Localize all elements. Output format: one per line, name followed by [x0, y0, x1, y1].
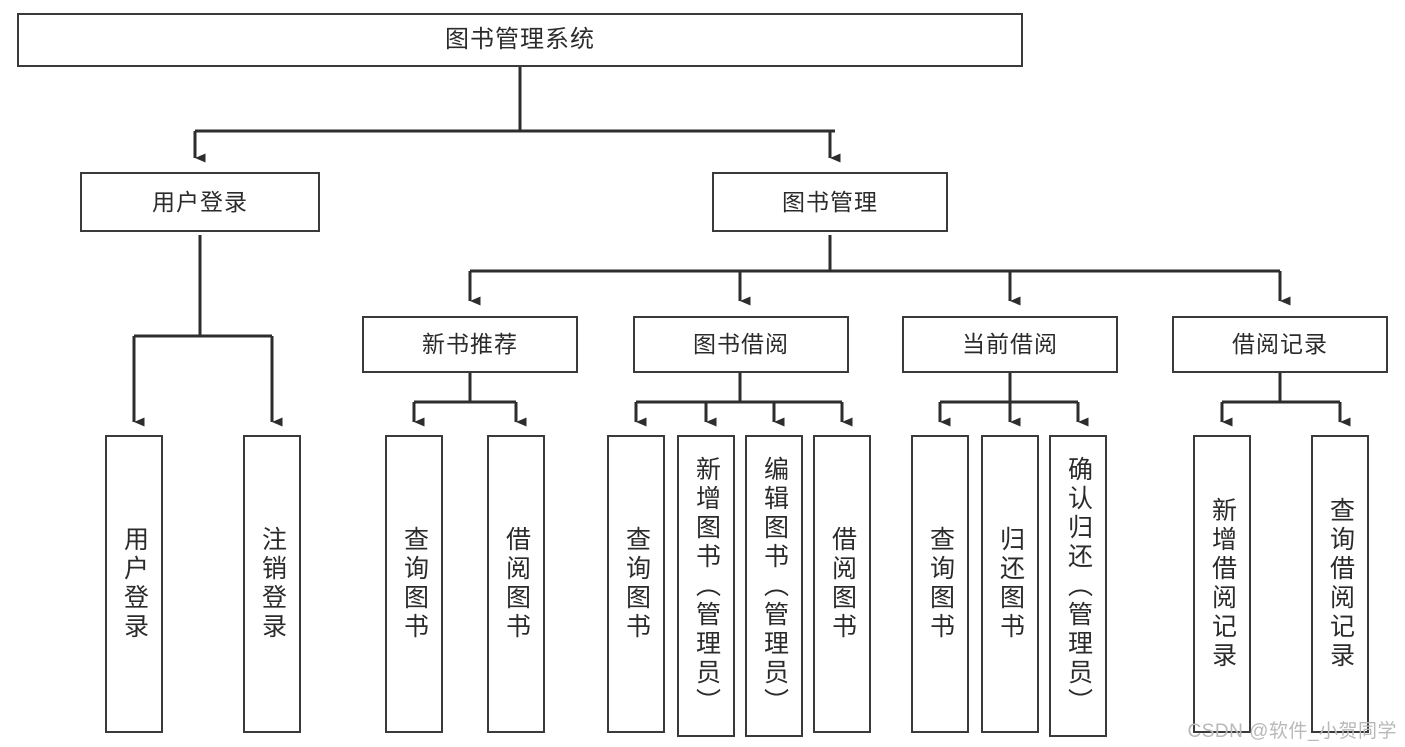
node-label: 借阅图书 [502, 526, 531, 642]
node-label: 当前借阅 [962, 331, 1058, 357]
node-label: 用户登录 [120, 526, 149, 642]
node-label: 查询图书 [400, 526, 429, 642]
leaf-add-borrow-record[interactable]: 新增借阅记录 [1193, 435, 1251, 733]
leaf-add-book-admin[interactable]: 新增图书（管理员） [677, 435, 735, 737]
node-label: 借阅记录 [1232, 331, 1328, 357]
leaf-query-book-borrow[interactable]: 查询图书 [607, 435, 665, 733]
node-label: 用户登录 [152, 188, 248, 215]
node-label: 查询借阅记录 [1326, 497, 1355, 671]
leaf-user-login[interactable]: 用户登录 [105, 435, 163, 733]
node-label: 新增图书（管理员） [692, 455, 721, 717]
leaf-query-borrow-record[interactable]: 查询借阅记录 [1311, 435, 1369, 733]
leaf-borrow-book-recommend[interactable]: 借阅图书 [487, 435, 545, 733]
node-label: 查询图书 [622, 526, 651, 642]
node-current-borrow[interactable]: 当前借阅 [902, 316, 1118, 373]
node-label: 查询图书 [926, 526, 955, 642]
leaf-borrow-book[interactable]: 借阅图书 [813, 435, 871, 733]
node-root-system[interactable]: 图书管理系统 [17, 13, 1023, 67]
node-label: 借阅图书 [828, 526, 857, 642]
node-book-borrow[interactable]: 图书借阅 [633, 316, 849, 373]
node-new-book-recommend[interactable]: 新书推荐 [362, 316, 578, 373]
leaf-query-book-recommend[interactable]: 查询图书 [385, 435, 443, 733]
node-label: 新增借阅记录 [1208, 497, 1237, 671]
leaf-query-book-current[interactable]: 查询图书 [911, 435, 969, 733]
node-label: 图书借阅 [693, 331, 789, 357]
leaf-edit-book-admin[interactable]: 编辑图书（管理员） [745, 435, 803, 737]
node-label: 图书管理 [782, 188, 878, 215]
leaf-confirm-return-admin[interactable]: 确认归还（管理员） [1049, 435, 1107, 737]
node-user-login[interactable]: 用户登录 [80, 172, 320, 232]
leaf-user-logout[interactable]: 注销登录 [243, 435, 301, 733]
node-label: 编辑图书（管理员） [760, 455, 789, 717]
node-label: 图书管理系统 [445, 26, 595, 53]
node-label: 确认归还（管理员） [1064, 455, 1093, 717]
node-label: 注销登录 [258, 526, 287, 642]
node-borrow-record[interactable]: 借阅记录 [1172, 316, 1388, 373]
node-label: 新书推荐 [422, 331, 518, 357]
leaf-return-book[interactable]: 归还图书 [981, 435, 1039, 733]
node-book-management[interactable]: 图书管理 [712, 172, 948, 232]
node-label: 归还图书 [996, 526, 1025, 642]
